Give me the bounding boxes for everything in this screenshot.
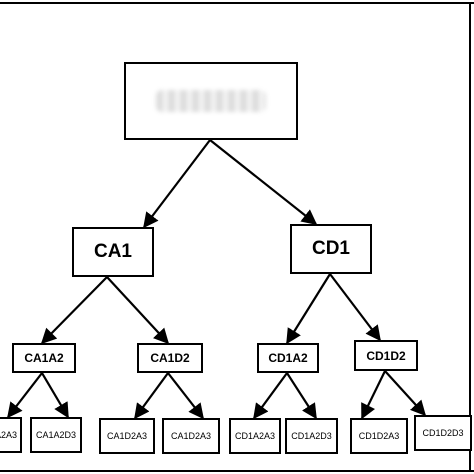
- node-label: CA1A2A3: [0, 430, 17, 440]
- node-ca1d2a3-second: CA1D2A3: [162, 418, 220, 454]
- frame-right-border: [469, 2, 471, 472]
- node-cd1a2d3: CD1A2D3: [285, 418, 338, 454]
- node-ca1a2: CA1A2: [12, 343, 76, 373]
- node-cd1d2a3: CD1D2A3: [350, 418, 408, 454]
- node-cd1d2: CD1D2: [354, 340, 418, 371]
- root-node: [124, 62, 298, 140]
- e-ca1a2-d3-arrow: [41, 372, 69, 419]
- e-cd1-cd1d2-arrow: [329, 273, 381, 342]
- e-root-ca1-arrow: [143, 139, 211, 229]
- node-label: CD1A2D3: [291, 431, 332, 441]
- node-label: CA1: [93, 241, 132, 262]
- e-ca1d2-a3-arrow: [134, 372, 169, 420]
- e-cd1a2-a3-arrow: [253, 372, 288, 420]
- e-cd1d2-a3-arrow: [361, 370, 386, 420]
- frame-bottom-border: [0, 470, 474, 472]
- node-label: CD1A2A3: [234, 431, 276, 441]
- node-label: CA1A2D3: [35, 430, 77, 440]
- e-cd1-cd1a2-arrow: [286, 273, 331, 345]
- e-ca1a2-a3-arrow: [7, 372, 43, 419]
- node-label: CD1D2D3: [422, 428, 464, 438]
- node-label: CD1A2: [268, 351, 308, 365]
- e-root-cd1-arrow: [209, 139, 318, 225]
- node-cd1a2a3: CD1A2A3: [229, 418, 281, 454]
- node-cd1d2d3: CD1D2D3: [414, 415, 472, 451]
- e-ca1-ca1d2-arrow: [106, 276, 170, 345]
- node-label: CA1D2A3: [170, 431, 212, 441]
- root-node-blurred-label: [156, 90, 266, 112]
- node-ca1a2a3: CA1A2A3: [0, 417, 22, 453]
- frame-top-border: [0, 2, 474, 4]
- node-label: CD1D2A3: [358, 431, 400, 441]
- node-ca1a2d3: CA1A2D3: [30, 417, 82, 453]
- node-cd1: CD1: [290, 224, 372, 274]
- node-ca1d2: CA1D2: [137, 343, 203, 373]
- node-label: CD1D2: [366, 348, 406, 363]
- node-label: CA1D2A3: [106, 431, 148, 441]
- e-ca1-ca1a2-arrow: [40, 276, 108, 345]
- node-label: CA1A2: [24, 351, 64, 365]
- e-ca1d2-a3b-arrow: [167, 372, 204, 420]
- node-ca1: CA1: [72, 227, 154, 277]
- node-label: CA1D2: [150, 351, 190, 365]
- node-ca1d2a3: CA1D2A3: [99, 418, 155, 454]
- node-label: CD1: [311, 238, 350, 259]
- e-cd1d2-d3-arrow: [384, 370, 427, 417]
- e-cd1a2-d3-arrow: [286, 372, 317, 420]
- node-cd1a2: CD1A2: [257, 343, 319, 373]
